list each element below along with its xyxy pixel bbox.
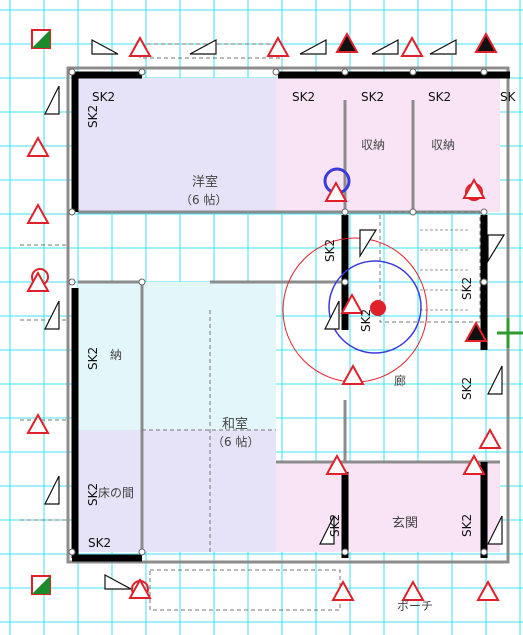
warning-triangle-icon[interactable] xyxy=(335,31,359,53)
room-western-size: （6 帖） xyxy=(180,192,227,207)
wedge-icon xyxy=(44,300,60,330)
room-japanese-name: 和室 xyxy=(222,416,248,432)
room-porch: ポーチ xyxy=(397,599,433,613)
room-western-fill[interactable] xyxy=(78,78,276,212)
sk-center-1: SK2 xyxy=(323,239,337,262)
wall-node[interactable] xyxy=(341,68,349,76)
wedge-icon xyxy=(189,38,217,55)
wedge-icon xyxy=(319,515,335,545)
sk-left-mid: SK2 xyxy=(86,347,100,370)
stair-lines xyxy=(420,229,470,311)
wedge-icon xyxy=(91,38,119,55)
warning-triangle-icon[interactable] xyxy=(476,579,500,601)
sk-entry-right: SK2 xyxy=(460,514,474,537)
wall-node[interactable] xyxy=(68,68,76,76)
wall-node[interactable] xyxy=(272,68,280,76)
warning-triangle-icon[interactable] xyxy=(26,270,50,292)
wall-node[interactable] xyxy=(409,208,417,216)
sk-right-1: SK2 xyxy=(460,277,474,300)
room-upper-right-fill[interactable] xyxy=(276,78,500,212)
warning-triangle-icon[interactable] xyxy=(401,579,425,601)
room-tokonoma-fill[interactable] xyxy=(78,430,142,552)
wedge-icon xyxy=(324,300,340,330)
room-storage-2: 収納 xyxy=(431,138,455,152)
wall-node[interactable] xyxy=(68,278,76,286)
warning-triangle-icon[interactable] xyxy=(26,202,50,224)
wall-node[interactable] xyxy=(480,278,488,286)
warning-triangle-icon[interactable] xyxy=(26,412,50,434)
wedge-icon xyxy=(359,229,378,259)
warning-triangle-icon[interactable] xyxy=(26,135,50,157)
sk-top-5: SK xyxy=(500,90,517,104)
room-closet-fill[interactable] xyxy=(78,282,142,430)
wedge-icon xyxy=(44,85,60,115)
warning-triangle-icon[interactable] xyxy=(128,35,152,57)
corner-icon[interactable] xyxy=(31,575,51,595)
wall-node[interactable] xyxy=(341,278,349,286)
wall-node[interactable] xyxy=(341,208,349,216)
warning-triangle-icon[interactable] xyxy=(464,320,488,342)
room-japanese-lower-fill[interactable] xyxy=(142,430,276,552)
wall-node[interactable] xyxy=(480,68,488,76)
sk-top-4: SK2 xyxy=(428,90,451,104)
wall-nodes xyxy=(68,68,488,556)
room-entrance-fill[interactable] xyxy=(276,462,500,552)
sk-center-2: SK2 xyxy=(359,309,373,332)
wedge-icon xyxy=(487,365,503,395)
room-japanese-size: （6 帖） xyxy=(212,434,259,449)
wedge-icon xyxy=(487,515,503,545)
room-tokonoma: 床の間 xyxy=(98,486,134,500)
wall-node[interactable] xyxy=(138,278,146,286)
sk-right-2: SK2 xyxy=(460,377,474,400)
sk-top-3: SK2 xyxy=(361,90,384,104)
sk-left-top: SK2 xyxy=(86,105,100,128)
warning-triangle-icon[interactable] xyxy=(331,579,355,601)
wall-node[interactable] xyxy=(341,548,349,556)
warning-triangle-icon[interactable] xyxy=(478,427,502,449)
wedge-icon xyxy=(44,475,60,505)
sk-left-low: SK2 xyxy=(86,483,100,506)
warning-triangle-icon[interactable] xyxy=(128,577,152,599)
warning-triangle-icon[interactable] xyxy=(341,363,365,385)
range-circle-blue[interactable] xyxy=(328,260,422,354)
warning-triangle-icon[interactable] xyxy=(325,453,349,475)
wedge-markers xyxy=(44,38,506,590)
room-hall: 廊 xyxy=(394,373,406,388)
corner-icon[interactable] xyxy=(31,29,51,49)
wedge-icon xyxy=(371,38,399,55)
wedge-icon xyxy=(429,38,457,55)
room-storage-1: 収納 xyxy=(361,138,385,152)
wall-node[interactable] xyxy=(138,68,146,76)
crosshair-icon[interactable] xyxy=(497,318,523,348)
wedge-icon xyxy=(487,234,506,264)
sk-top-2: SK2 xyxy=(292,90,315,104)
sk-entry-left: SK2 xyxy=(328,514,342,537)
wall-node[interactable] xyxy=(138,548,146,556)
wall-node[interactable] xyxy=(480,208,488,216)
wall-node[interactable] xyxy=(68,208,76,216)
sk-top-1: SK2 xyxy=(92,90,115,104)
warning-triangle-icon[interactable] xyxy=(462,453,486,475)
warning-triangle-icon[interactable] xyxy=(340,292,364,314)
wedge-icon xyxy=(299,38,327,55)
warning-triangle-icon[interactable] xyxy=(474,31,498,53)
warning-triangle-icon[interactable] xyxy=(462,177,486,199)
room-western-name: 洋室 xyxy=(192,174,218,190)
warning-triangle-icon[interactable] xyxy=(400,35,424,57)
room-entrance: 玄関 xyxy=(392,516,418,531)
wall-node[interactable] xyxy=(409,68,417,76)
warning-triangle-icon[interactable] xyxy=(266,35,290,57)
wall-node[interactable] xyxy=(68,548,76,556)
room-closet: 納 xyxy=(110,348,122,362)
wall-node[interactable] xyxy=(480,548,488,556)
wedge-icon xyxy=(104,573,132,590)
warning-triangle-icon[interactable] xyxy=(324,180,348,202)
sk-bottom-left: SK2 xyxy=(88,536,111,550)
target-dot[interactable] xyxy=(370,300,386,316)
warning-markers[interactable] xyxy=(26,31,502,601)
